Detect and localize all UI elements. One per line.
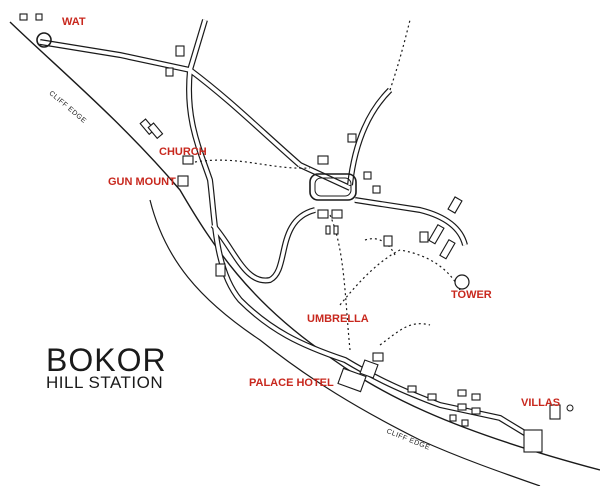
label-church: CHURCH <box>159 146 207 158</box>
buildings <box>19 13 561 453</box>
central-square <box>309 173 357 201</box>
label-tower: TOWER <box>451 289 492 301</box>
main-roads-inner <box>39 19 529 437</box>
label-umbrella: UMBRELLA <box>307 313 369 325</box>
map-title: BOKOR <box>46 342 167 378</box>
tower-site <box>454 274 470 290</box>
label-villas: VILLAS <box>521 397 561 409</box>
footpaths <box>194 19 461 351</box>
wat-site <box>36 32 52 48</box>
map-subtitle: HILL STATION <box>46 373 164 392</box>
label-wat: WAT <box>62 16 86 28</box>
label-palace-hotel: PALACE HOTEL <box>249 377 334 389</box>
coast-line <box>149 199 541 486</box>
label-gun-mount: GUN MOUNT <box>108 176 176 188</box>
cliff-edge-line <box>9 21 600 471</box>
